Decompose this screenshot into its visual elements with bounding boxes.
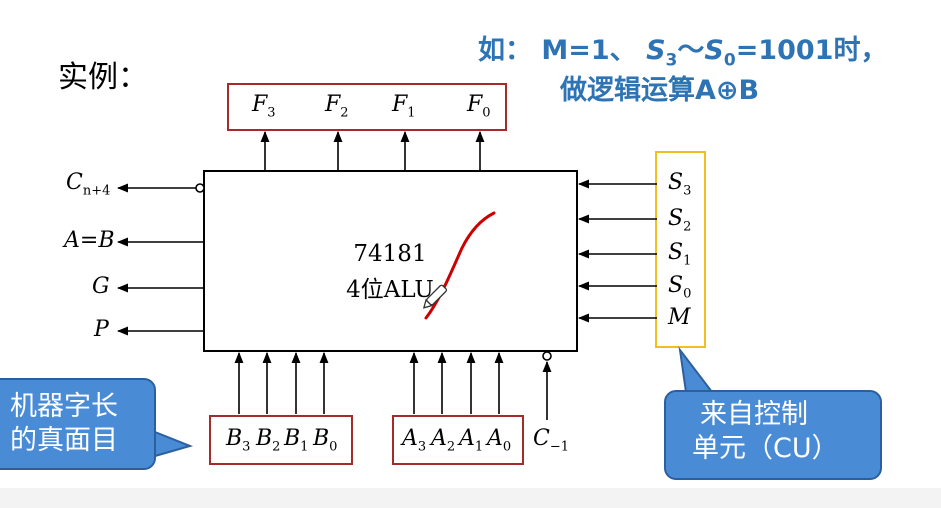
aeqb-label: A=B bbox=[64, 228, 115, 253]
callout-right-line1: 来自控制 bbox=[700, 399, 808, 430]
word-length-callout: 机器字长 的真面目 bbox=[0, 378, 156, 470]
f1-label: F1 bbox=[392, 92, 416, 121]
s1-label: S1 bbox=[668, 240, 692, 269]
alu-chip-label: 74181 4位ALU bbox=[330, 236, 450, 308]
m-label: M bbox=[668, 305, 691, 330]
callout-left-line1: 机器字长 bbox=[10, 391, 118, 422]
b3-label: B3 bbox=[226, 426, 251, 455]
chip-description: 4位ALU bbox=[346, 277, 434, 303]
a2-label: A2 bbox=[431, 426, 456, 455]
left-output-arrows bbox=[116, 183, 205, 336]
right-input-arrows bbox=[577, 179, 657, 323]
a3-label: A3 bbox=[402, 426, 427, 455]
s2-label: S2 bbox=[668, 206, 692, 235]
cn4-inversion-bubble bbox=[195, 183, 205, 193]
note-m-value: M=1、 bbox=[541, 35, 637, 66]
b-inputs-frame bbox=[209, 415, 353, 465]
note-tilde: ～ bbox=[677, 35, 705, 66]
s0-label: S0 bbox=[668, 273, 692, 302]
callout-right-line2: 单元（CU） bbox=[692, 433, 839, 464]
condition-note-line1: 如： M=1、 S3～S0=1001时， bbox=[478, 28, 887, 70]
a0-label: A0 bbox=[487, 426, 512, 455]
f-outputs-frame bbox=[227, 83, 507, 131]
pen-cursor-icon bbox=[422, 284, 448, 309]
control-inputs-frame bbox=[655, 151, 706, 348]
f-output-arrows bbox=[260, 130, 485, 171]
example-heading: 实例： bbox=[58, 60, 148, 95]
bottom-input-arrows bbox=[234, 351, 552, 420]
bottom-bar bbox=[0, 488, 941, 508]
b2-label: B2 bbox=[256, 426, 281, 455]
g-label: G bbox=[92, 274, 110, 299]
f3-label: F3 bbox=[252, 92, 276, 121]
chip-model: 74181 bbox=[353, 241, 427, 267]
p-label: P bbox=[94, 317, 109, 342]
condition-note-line2: 做逻辑运算A⊕B bbox=[560, 75, 760, 106]
b1-label: B1 bbox=[284, 426, 309, 455]
cn4-label: Cn+4 bbox=[66, 170, 111, 199]
a-inputs-frame bbox=[392, 415, 524, 465]
f2-label: F2 bbox=[325, 92, 349, 121]
cin-inversion-bubble bbox=[542, 351, 552, 361]
note-s0: S bbox=[704, 35, 724, 66]
f0-label: F0 bbox=[467, 92, 491, 121]
callout-left-line2: 的真面目 bbox=[10, 425, 118, 456]
callout-left-pointer bbox=[154, 430, 194, 458]
b0-label: B0 bbox=[313, 426, 338, 455]
note-s3: S bbox=[646, 35, 666, 66]
note-prefix: 如： bbox=[478, 35, 532, 66]
note-s3-sub: 3 bbox=[665, 50, 678, 71]
note-s0-sub: 0 bbox=[723, 50, 736, 71]
callout-right-pointer bbox=[678, 346, 715, 393]
a1-label: A1 bbox=[459, 426, 484, 455]
control-unit-callout: 来自控制 单元（CU） bbox=[664, 390, 882, 480]
cin-label: C−1 bbox=[533, 426, 570, 455]
note-s-value: =1001时， bbox=[735, 35, 888, 66]
alu-chip-box bbox=[203, 170, 578, 352]
s3-label: S3 bbox=[668, 170, 692, 199]
